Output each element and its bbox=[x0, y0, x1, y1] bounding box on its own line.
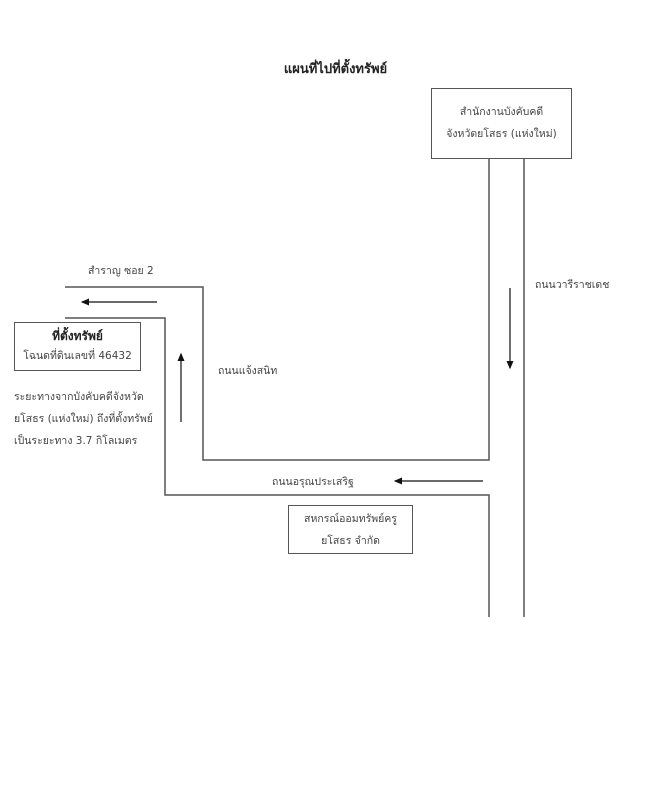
distance-line2: ยโสธร (แห่งใหม่) ถึงที่ตั้งทรัพย์ bbox=[14, 413, 153, 425]
road-label-arun-prasoet: ถนนอรุณประเสริฐ bbox=[272, 476, 354, 488]
road-label-wari-ratchadet: ถนนวารีราชเดช bbox=[535, 279, 610, 291]
property-deed: โฉนดที่ดินเลขที่ 46432 bbox=[23, 350, 132, 362]
property-title: ที่ตั้งทรัพย์ bbox=[52, 329, 103, 343]
property-box: ที่ตั้งทรัพย์ โฉนดที่ดินเลขที่ 46432 bbox=[14, 322, 141, 371]
distance-line3: เป็นระยะทาง 3.7 กิโลเมตร bbox=[14, 435, 138, 447]
coop-box: สหกรณ์ออมทรัพย์ครู ยโสธร จำกัด bbox=[288, 505, 413, 554]
office-line1: สำนักงานบังคับคดี bbox=[459, 106, 544, 118]
office-line2: จังหวัดยโสธร (แห่งใหม่) bbox=[446, 128, 557, 140]
distance-line1: ระยะทางจากบังคับคดีจังหวัด bbox=[14, 391, 144, 403]
map-title: แผนที่ไปที่ตั้งทรัพย์ bbox=[283, 62, 388, 77]
road-label-soi: สำราญ ซอย 2 bbox=[88, 265, 154, 277]
coop-line1: สหกรณ์ออมทรัพย์ครู bbox=[304, 513, 397, 525]
coop-line2: ยโสธร จำกัด bbox=[321, 535, 380, 547]
road-outer-edge bbox=[65, 158, 490, 461]
road-inner-edge bbox=[65, 317, 490, 617]
road-label-chaeng-sanit: ถนนแจ้งสนิท bbox=[218, 365, 278, 377]
office-box: สำนักงานบังคับคดี จังหวัดยโสธร (แห่งใหม่… bbox=[431, 88, 572, 159]
